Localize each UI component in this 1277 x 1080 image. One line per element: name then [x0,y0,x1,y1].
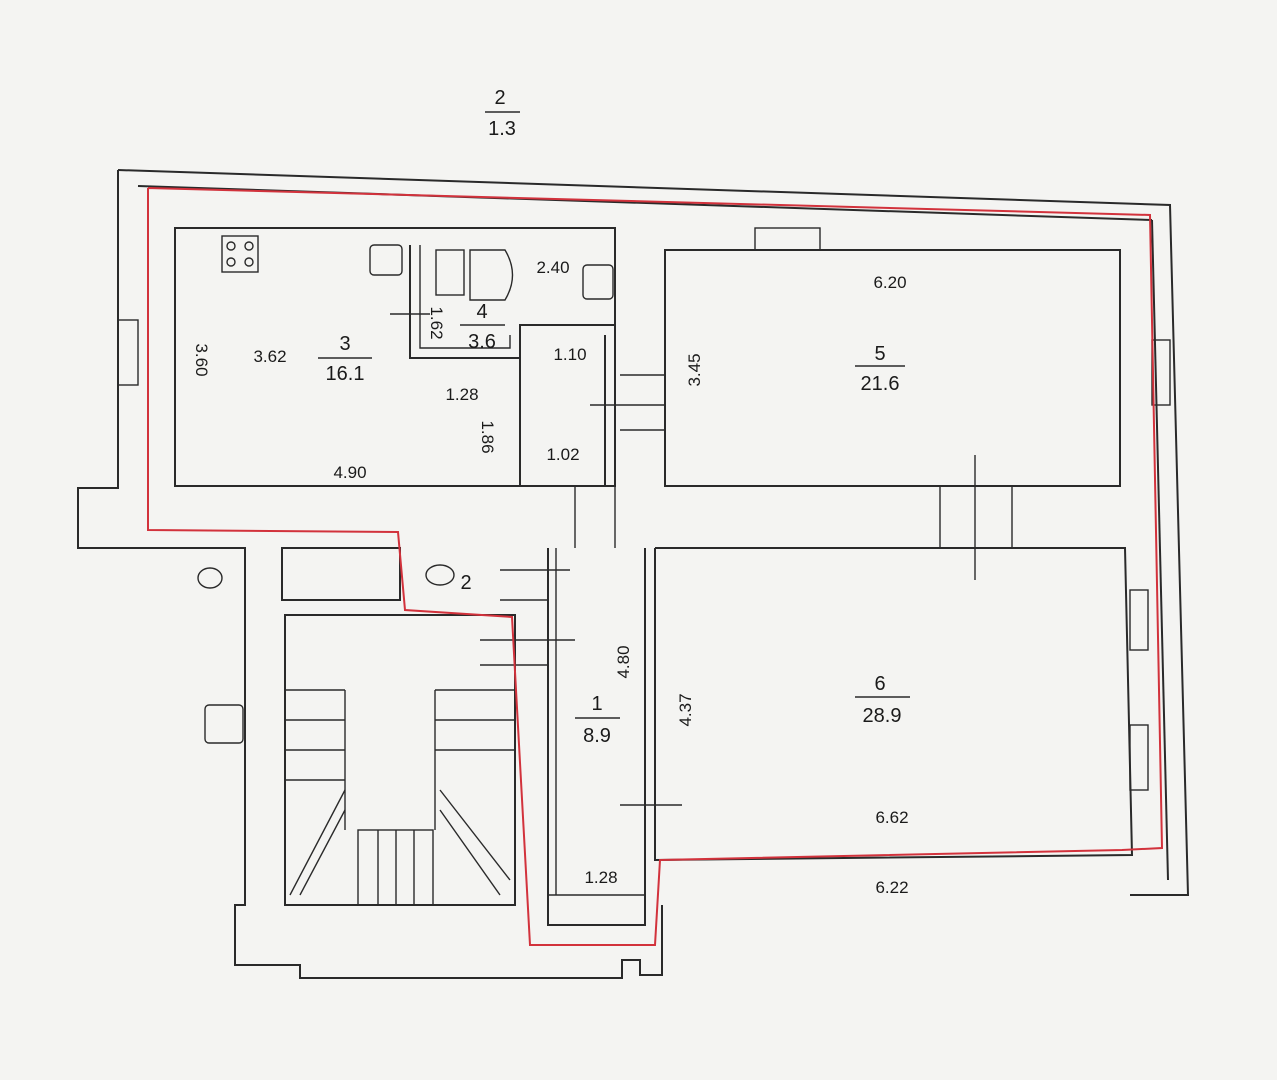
room-6-walls [654,547,1134,862]
room-labels: 2 1.3 3 16.1 4 3.6 5 21.6 1 8.9 6 28.9 [318,87,910,747]
room-3-walls [174,227,616,487]
dim-1-02: 1.02 [546,445,579,464]
room-2-number: 2 [494,87,505,109]
dim-1-86: 1.86 [478,420,497,453]
fixtures [197,235,665,744]
dim-4-90: 4.90 [333,463,366,482]
dim-2-40: 2.40 [536,258,569,277]
room-5-area: 21.6 [861,373,900,395]
room-2-area: 1.3 [488,118,516,140]
dim-3-45: 3.45 [685,353,704,386]
dim-1-28-top: 1.28 [445,385,478,404]
dim-2-small: 2 [460,572,471,594]
dim-1-62: 1.62 [427,306,446,339]
dim-6-62: 6.62 [875,808,908,827]
room-1-number: 1 [591,693,602,715]
room-6-area: 28.9 [863,705,902,727]
red-boundary-line [147,187,1164,946]
corridor-walls [519,335,616,548]
dim-1-28-bottom: 1.28 [584,868,617,887]
room-4-area: 3.6 [468,331,496,353]
room-6-number: 6 [874,673,885,695]
dim-3-62: 3.62 [253,347,286,366]
dim-1-10: 1.10 [553,345,586,364]
room-4-walls [390,245,615,359]
dim-6-22: 6.22 [875,878,908,897]
room-3-area: 16.1 [326,363,365,385]
room-5-number: 5 [874,343,885,365]
dimension-labels: 2.40 6.20 3.60 3.62 1.62 1.10 3.45 1.28 … [192,258,909,897]
room-1-area: 8.9 [583,725,611,747]
dim-6-20: 6.20 [873,273,906,292]
room-4-number: 4 [476,301,487,323]
room-3-number: 3 [339,333,350,355]
dim-4-37: 4.37 [676,693,695,726]
staircase [281,547,516,906]
room-1-walls [547,548,682,926]
dim-4-80: 4.80 [614,645,633,678]
dim-3-60: 3.60 [192,343,211,376]
room-5-walls [664,227,1121,580]
